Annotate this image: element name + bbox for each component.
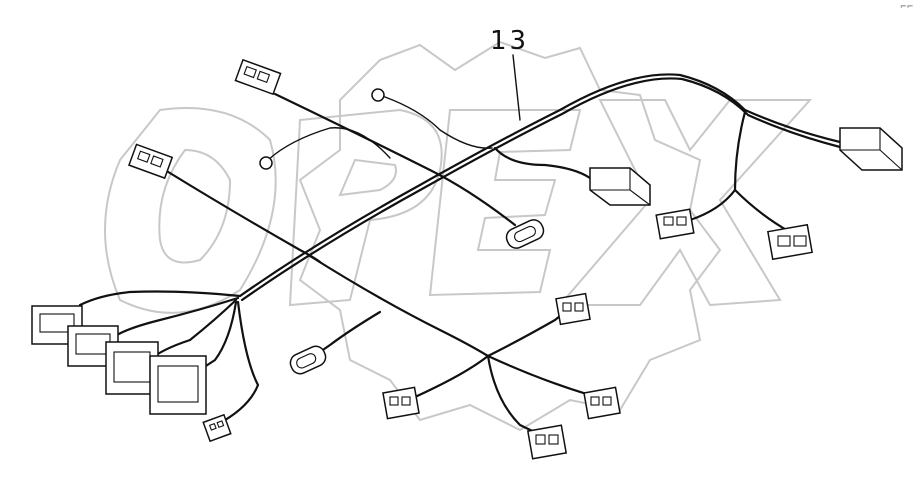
ring-terminal-wire-left [267,127,391,161]
watermark-letter-o [104,107,277,314]
watermark-letter-e [428,109,582,297]
branch-wire-mid-box [493,146,592,180]
connector-oval-center [505,219,545,249]
connector-mid-box [589,167,651,206]
connector-right-small-a [655,208,695,240]
connector-bottom-left-small [202,413,232,443]
branch-wire-right-box [743,108,842,144]
connector-lower-right [583,386,621,420]
connector-lower-left [382,386,420,420]
watermark-letter-x [557,99,813,307]
part-number-callout: 13 [490,26,530,56]
ring-terminal-left [259,156,273,170]
corner-mark: ⌐⌐ [900,2,914,11]
connector-cluster-left [31,305,207,415]
branch-wire-center-down [308,254,490,358]
watermark-logo [104,40,813,432]
ring-terminal-top [371,88,385,102]
watermark-letter-p [288,108,443,307]
connector-right-box [839,127,903,171]
ring-terminal-wire-top [384,96,493,149]
callout-leader-line [512,54,521,121]
connector-top-left [234,58,282,96]
connector-plug-center-left [289,345,327,375]
connector-lower-right-top [555,292,591,326]
branch-wire-top-left [273,92,517,227]
connector-right-small-b [767,223,813,261]
connector-left [128,143,174,180]
connector-lower-bottom [526,424,568,460]
watermark-gear-outline [298,40,722,432]
branch-wire-left-cluster [78,290,242,307]
main-trunk-wire [238,73,747,298]
connectors [31,58,903,460]
